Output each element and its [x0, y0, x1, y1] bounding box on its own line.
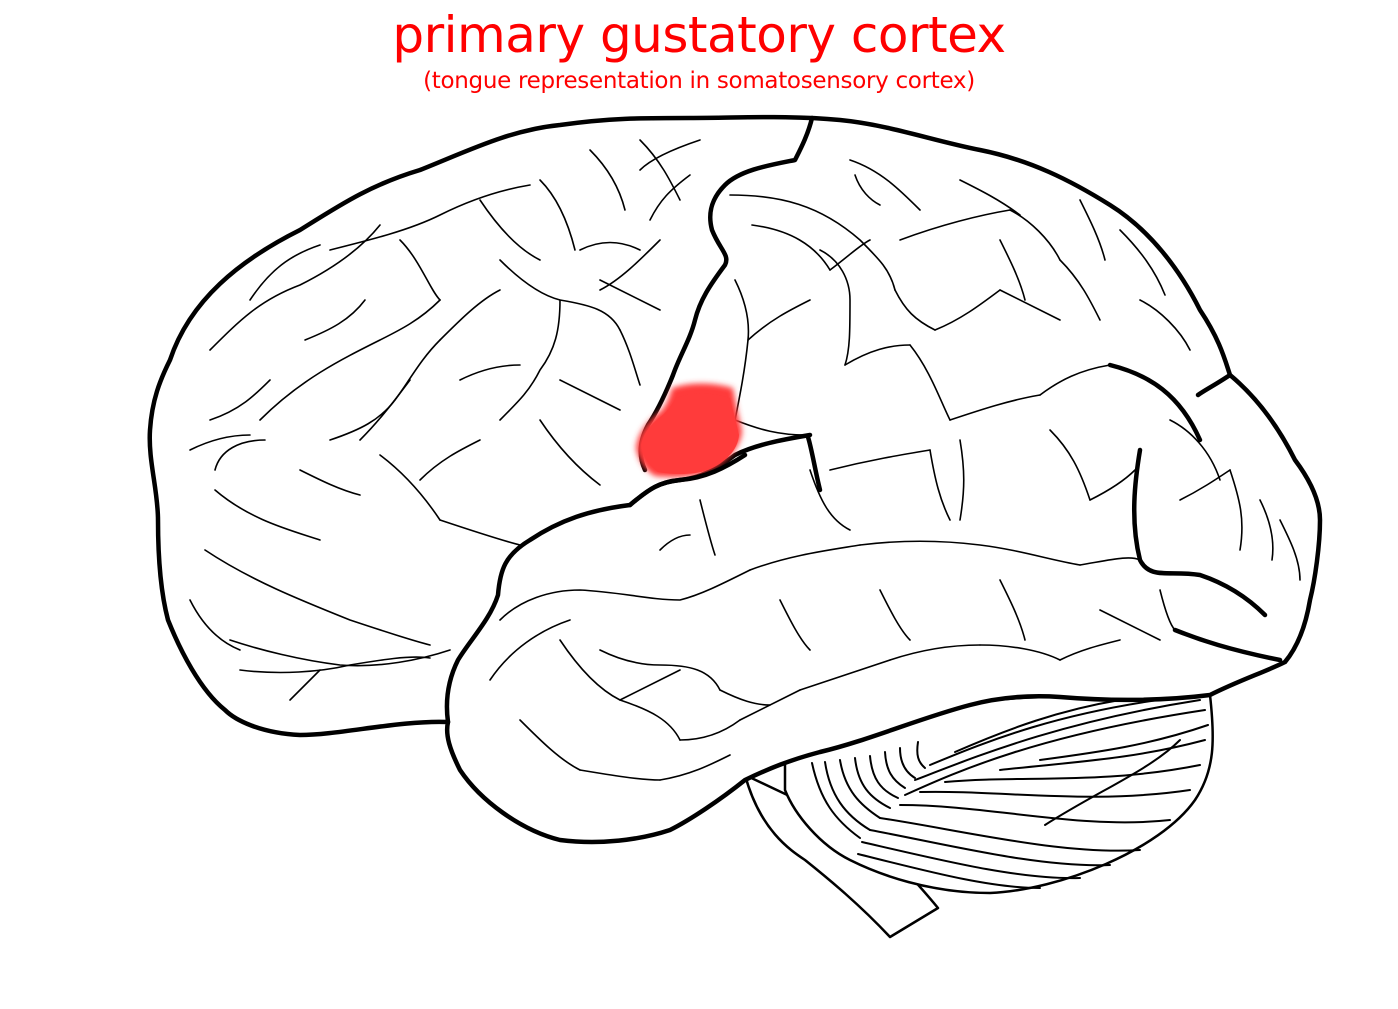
- central-sulcus: [638, 115, 815, 473]
- diagram-title: primary gustatory cortex: [392, 6, 1006, 64]
- cerebrum-outline: [147, 114, 1323, 845]
- gyri-lines: [189, 139, 1301, 781]
- diagram-subtitle: (tongue representation in somatosensory …: [423, 68, 975, 94]
- cerebellum: [783, 693, 1214, 895]
- cerebellum-folia: [811, 696, 1209, 889]
- lateral-sulcus: [444, 432, 813, 725]
- major-sulci: [444, 115, 1283, 725]
- lateral-sulcus-edge: [627, 452, 748, 508]
- gustatory-cortex-highlight: [636, 383, 742, 478]
